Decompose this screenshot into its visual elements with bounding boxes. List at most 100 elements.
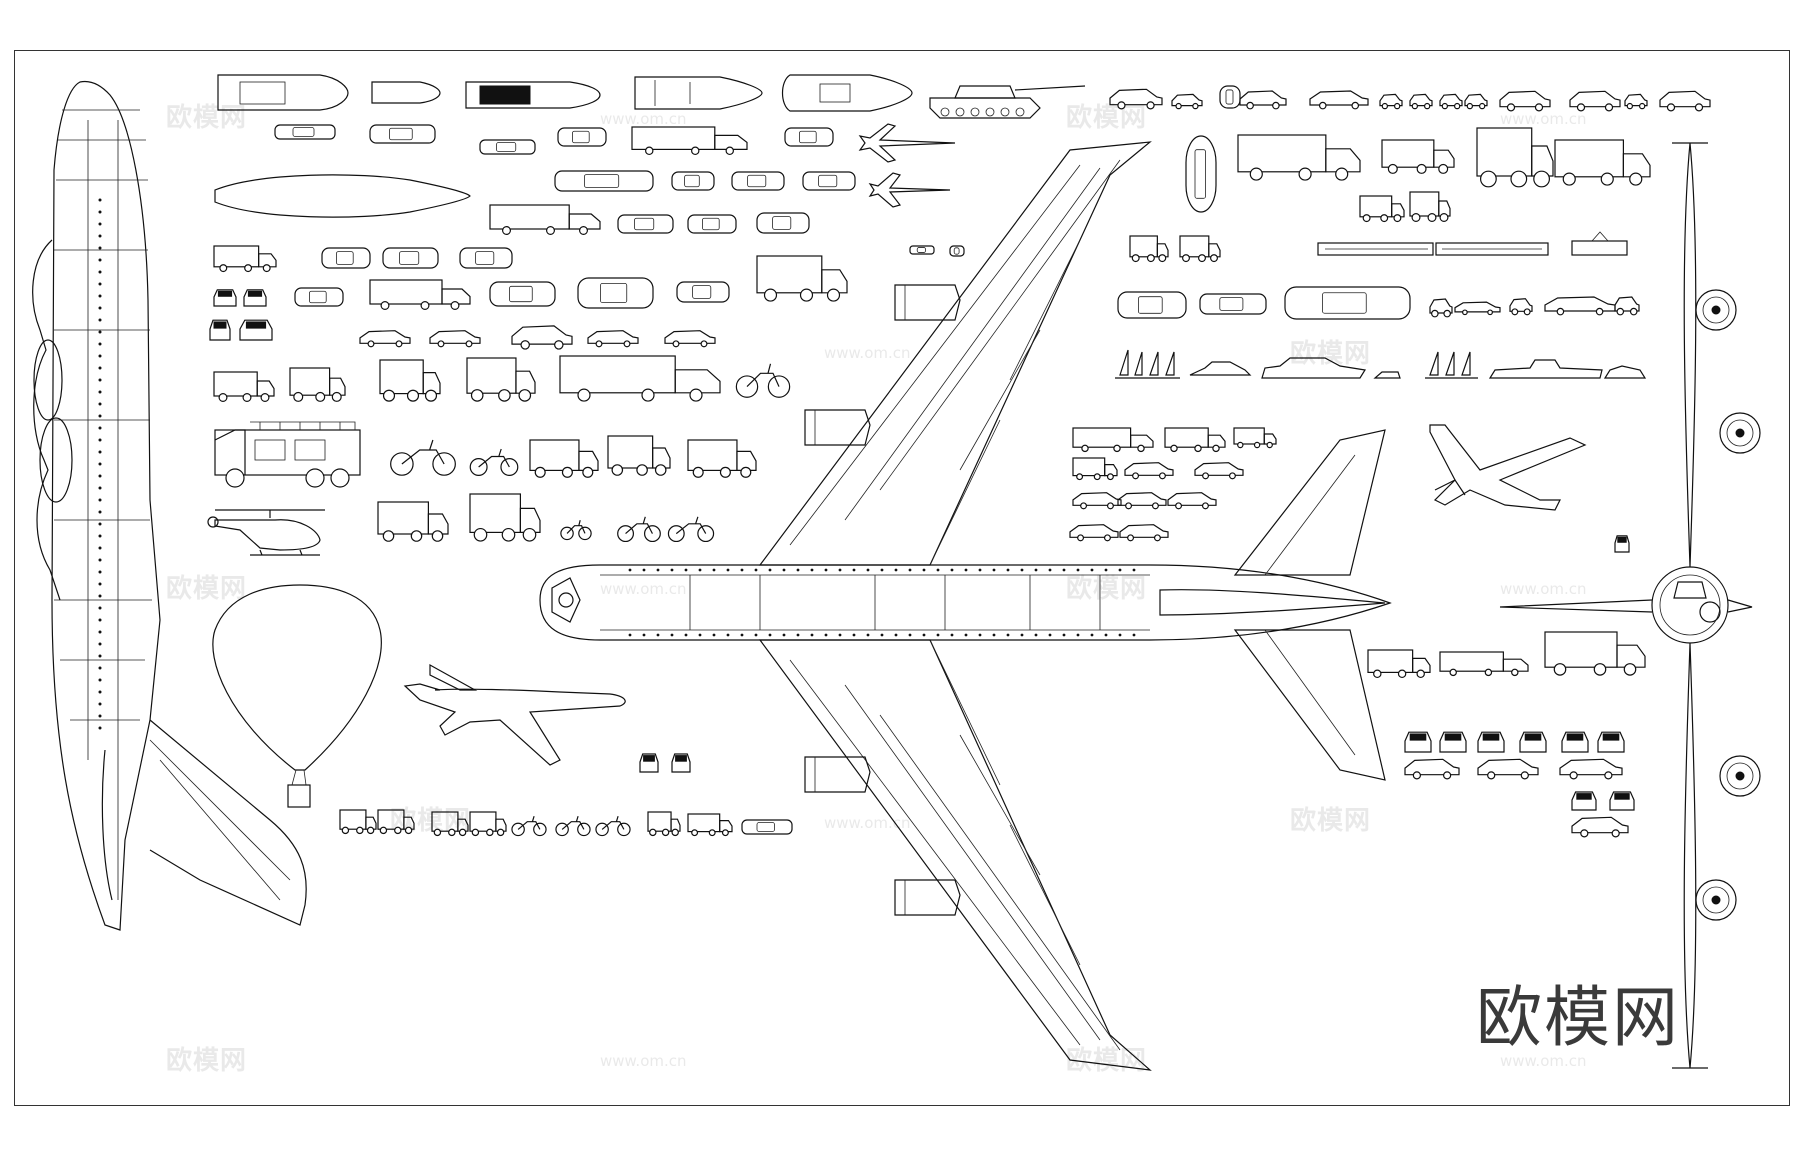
window-dot bbox=[98, 450, 102, 454]
tank-icon bbox=[929, 85, 1086, 119]
speedboat-icon bbox=[217, 74, 349, 111]
window-dot bbox=[98, 342, 102, 346]
car-icon bbox=[1561, 731, 1589, 753]
window-dot bbox=[1048, 568, 1052, 572]
window-dot bbox=[908, 568, 912, 572]
window-dot bbox=[740, 633, 744, 637]
car-icon bbox=[1194, 462, 1244, 480]
watermark-url: www.om.cn bbox=[600, 110, 687, 128]
ambulance-icon bbox=[1179, 235, 1221, 263]
car-icon bbox=[1559, 758, 1623, 780]
window-dot bbox=[98, 246, 102, 250]
vehicle-icon bbox=[469, 811, 507, 837]
bus-icon bbox=[741, 819, 793, 835]
window-dot bbox=[866, 568, 870, 572]
scooter-icon bbox=[735, 363, 791, 398]
truck-icon bbox=[489, 204, 601, 236]
window-dot bbox=[1132, 568, 1136, 572]
vehicle-icon bbox=[1614, 535, 1630, 553]
window-dot bbox=[922, 568, 926, 572]
window-dot bbox=[98, 294, 102, 298]
car-icon bbox=[1571, 816, 1629, 838]
window-dot bbox=[1020, 633, 1024, 637]
window-dot bbox=[98, 546, 102, 550]
watermark-logo: 欧模网 bbox=[1290, 806, 1372, 836]
wheel-loader-icon bbox=[377, 501, 449, 542]
window-dot bbox=[98, 726, 102, 730]
window-dot bbox=[642, 633, 646, 637]
window-dot bbox=[98, 714, 102, 718]
window-dot bbox=[1062, 568, 1066, 572]
window-dot bbox=[880, 633, 884, 637]
car-icon bbox=[1119, 524, 1169, 542]
car-icon bbox=[676, 281, 730, 303]
window-dot bbox=[768, 568, 772, 572]
window-dot bbox=[98, 210, 102, 214]
car-icon bbox=[1477, 758, 1539, 780]
bicycle-icon bbox=[555, 816, 591, 837]
window-dot bbox=[98, 666, 102, 670]
window-dot bbox=[978, 568, 982, 572]
window-dot bbox=[98, 378, 102, 382]
window-row bbox=[98, 198, 102, 730]
truck-icon bbox=[1237, 134, 1361, 181]
window-dot bbox=[98, 270, 102, 274]
fire-truck-icon bbox=[1476, 127, 1554, 188]
window-dot bbox=[98, 222, 102, 226]
window-dot bbox=[684, 633, 688, 637]
truck-icon bbox=[631, 126, 748, 156]
window-dot bbox=[656, 568, 660, 572]
car-icon bbox=[1659, 90, 1711, 112]
car-icon bbox=[489, 281, 556, 307]
window-dot bbox=[1076, 633, 1080, 637]
window-dot bbox=[98, 510, 102, 514]
window-dot bbox=[98, 438, 102, 442]
window-dot bbox=[796, 568, 800, 572]
caravan-trailer-icon bbox=[647, 811, 681, 837]
window-dot bbox=[1034, 568, 1038, 572]
car-icon bbox=[1124, 462, 1174, 480]
car-icon bbox=[1072, 492, 1122, 510]
watermark-logo: 欧模网 bbox=[1066, 103, 1148, 133]
window-dot bbox=[98, 558, 102, 562]
window-dot bbox=[98, 582, 102, 586]
boat-library bbox=[214, 74, 913, 218]
window-dot bbox=[964, 633, 968, 637]
car-icon bbox=[1219, 85, 1241, 109]
speedboat-icon bbox=[781, 74, 913, 112]
excavator-icon bbox=[379, 359, 441, 402]
window-dot bbox=[98, 690, 102, 694]
window-dot bbox=[98, 414, 102, 418]
car-icon bbox=[731, 171, 785, 191]
window-dot bbox=[726, 568, 730, 572]
car-icon bbox=[243, 289, 267, 307]
truck-icon bbox=[1072, 457, 1118, 481]
car-icon bbox=[359, 330, 411, 348]
scooter-icon bbox=[390, 439, 456, 476]
truck-icon bbox=[1381, 139, 1455, 174]
window-dot bbox=[782, 633, 786, 637]
tram-icon bbox=[1571, 231, 1628, 256]
excavator-icon bbox=[469, 493, 541, 542]
train-icon bbox=[1317, 242, 1549, 256]
kick-scooter-icon bbox=[560, 520, 592, 541]
window-dot bbox=[782, 568, 786, 572]
bicycle-icon bbox=[511, 816, 547, 837]
wheel-loader-icon bbox=[289, 367, 346, 402]
watermark-url: www.om.cn bbox=[1500, 110, 1587, 128]
window-dot bbox=[98, 474, 102, 478]
window-dot bbox=[824, 568, 828, 572]
car-icon bbox=[1464, 93, 1488, 110]
window-dot bbox=[936, 568, 940, 572]
vehicle-icon bbox=[431, 811, 469, 837]
window-dot bbox=[642, 568, 646, 572]
car-icon bbox=[671, 171, 715, 191]
car-icon bbox=[1519, 731, 1547, 753]
truck-icon bbox=[1072, 427, 1154, 453]
window-dot bbox=[98, 654, 102, 658]
window-dot bbox=[628, 633, 632, 637]
window-dot bbox=[950, 568, 954, 572]
speedboat-icon bbox=[274, 124, 336, 140]
window-dot bbox=[992, 568, 996, 572]
